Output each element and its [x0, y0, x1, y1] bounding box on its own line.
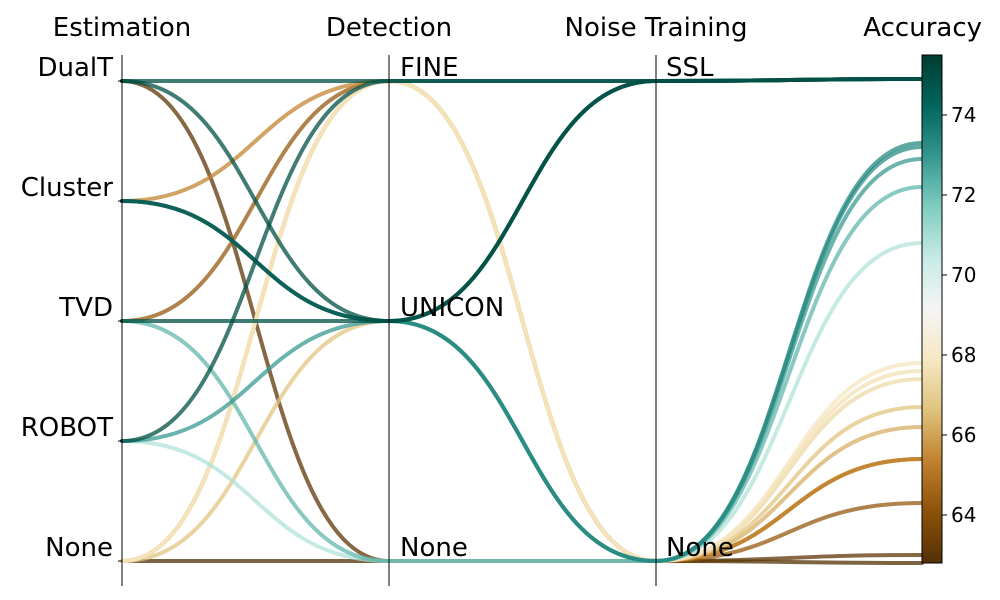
colorbar-tick-label-5: 74 — [951, 103, 976, 127]
axis-title-3: Accuracy — [863, 13, 982, 43]
axis-title-1: Detection — [326, 13, 452, 43]
axis-title-2: Noise Training — [565, 13, 748, 43]
detection-tick-label-2: None — [400, 533, 468, 563]
estimation-tick-label-3: ROBOT — [21, 413, 113, 443]
data-line-12 — [120, 241, 924, 564]
lines-layer — [120, 77, 924, 565]
data-line-9 — [120, 185, 924, 564]
training-tick-label-1: None — [666, 533, 734, 563]
axis-title-0: Estimation — [53, 13, 191, 43]
labels-layer: Estimation Detection Noise Training Accurac… — [21, 13, 982, 563]
colorbar-tick-label-2: 68 — [951, 343, 976, 367]
detection-tick-label-1: UNICON — [400, 293, 504, 323]
data-line-17 — [120, 78, 924, 564]
colorbar-tick-label-0: 64 — [951, 503, 976, 527]
data-line-8 — [120, 77, 924, 324]
axes-layer — [118, 55, 657, 586]
estimation-tick-label-4: None — [45, 533, 113, 563]
detection-tick-label-0: FINE — [400, 53, 459, 83]
estimation-tick-label-1: Cluster — [21, 173, 114, 203]
data-line-10 — [120, 77, 924, 443]
training-tick-label-0: SSL — [666, 53, 714, 83]
estimation-tick-label-0: DualT — [37, 53, 113, 83]
colorbar-tick-label-4: 72 — [951, 183, 976, 207]
estimation-tick-label-2: TVD — [58, 293, 113, 323]
colorbar: 64 66 68 70 72 74 — [921, 54, 976, 564]
colorbar-tick-label-3: 70 — [951, 263, 976, 287]
colorbar-gradient — [921, 54, 943, 564]
colorbar-tick-label-1: 66 — [951, 423, 976, 447]
